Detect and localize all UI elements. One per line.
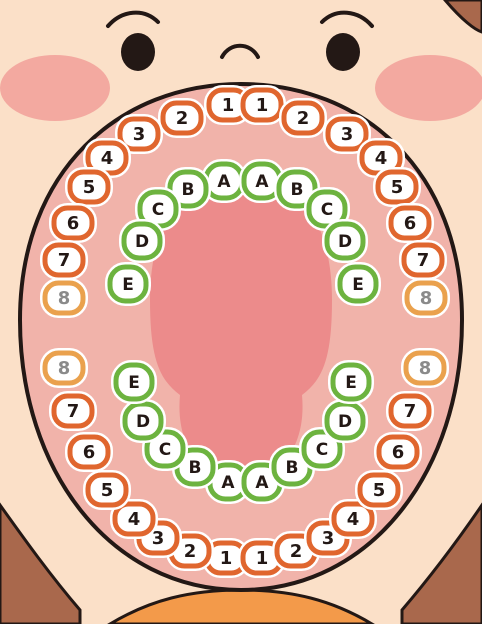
upper-right-adult-tooth-6: 6 — [54, 208, 92, 238]
lower-right-baby-tooth-d-label: D — [136, 412, 150, 432]
upper-right-baby-tooth-e-label: E — [122, 275, 134, 295]
lower-right-adult-tooth-5-label: 5 — [101, 480, 114, 501]
upper-right-baby-tooth-a-label: A — [217, 172, 231, 192]
lower-right-baby-tooth-e: E — [116, 365, 152, 399]
upper-right-adult-tooth-5-label: 5 — [83, 177, 96, 198]
upper-left-adult-tooth-6: 6 — [391, 208, 429, 238]
lower-left-adult-tooth-6-label: 6 — [392, 442, 405, 463]
upper-right-baby-tooth-e: E — [110, 267, 146, 301]
upper-left-adult-tooth-5-label: 5 — [391, 177, 404, 198]
upper-left-adult-tooth-7-label: 7 — [417, 250, 430, 271]
lower-left-adult-tooth-7: 7 — [391, 396, 429, 426]
upper-right-baby-tooth-d: D — [124, 224, 160, 258]
lower-right-adult-tooth-7-label: 7 — [67, 401, 80, 422]
lower-left-baby-tooth-b-label: B — [286, 458, 299, 478]
upper-right-baby-tooth-d-label: D — [135, 232, 149, 252]
lower-left-adult-tooth-4-label: 4 — [347, 509, 360, 530]
upper-right-baby-tooth-b-label: B — [182, 180, 195, 200]
upper-right-adult-tooth-2: 2 — [163, 103, 201, 133]
lower-right-adult-tooth-8-label: 8 — [58, 358, 71, 379]
upper-left-adult-tooth-2: 2 — [284, 103, 322, 133]
lower-right-baby-tooth-a-label: A — [221, 473, 235, 493]
upper-left-baby-tooth-a-label: A — [255, 172, 269, 192]
upper-right-adult-tooth-4-label: 4 — [101, 148, 114, 169]
lower-left-adult-tooth-2-label: 2 — [290, 541, 303, 562]
upper-right-adult-tooth-5: 5 — [70, 172, 108, 202]
lower-right-adult-tooth-7: 7 — [54, 396, 92, 426]
upper-right-adult-tooth-1-label: 1 — [222, 95, 235, 116]
upper-left-adult-tooth-7: 7 — [404, 245, 442, 275]
upper-left-adult-tooth-6-label: 6 — [404, 213, 417, 234]
lower-left-adult-tooth-8: 8 — [406, 353, 444, 383]
lower-left-baby-tooth-d: D — [327, 404, 363, 438]
upper-right-adult-tooth-8-label: 8 — [58, 288, 71, 309]
lower-right-adult-tooth-6-label: 6 — [83, 442, 96, 463]
upper-right-adult-tooth-7-label: 7 — [58, 250, 71, 271]
upper-right-adult-tooth-7: 7 — [45, 245, 83, 275]
upper-left-adult-tooth-8: 8 — [407, 283, 445, 313]
upper-left-baby-tooth-e: E — [340, 267, 376, 301]
upper-left-baby-tooth-c-label: C — [321, 200, 333, 220]
upper-left-adult-tooth-4-label: 4 — [375, 148, 388, 169]
upper-left-adult-tooth-2-label: 2 — [297, 108, 310, 129]
upper-left-adult-tooth-1: 1 — [243, 90, 281, 120]
lower-left-baby-tooth-e: E — [333, 365, 369, 399]
lower-left-baby-tooth-c-label: C — [316, 440, 328, 460]
lower-left-adult-tooth-1-label: 1 — [256, 548, 269, 569]
lower-right-adult-tooth-6: 6 — [70, 437, 108, 467]
lower-right-adult-tooth-8: 8 — [45, 353, 83, 383]
upper-left-baby-tooth-b-label: B — [291, 180, 304, 200]
lower-left-baby-tooth-d-label: D — [338, 412, 352, 432]
upper-right-baby-tooth-c-label: C — [152, 200, 164, 220]
upper-right-adult-tooth-6-label: 6 — [67, 213, 80, 234]
upper-left-adult-tooth-1-label: 1 — [256, 95, 269, 116]
lower-right-baby-tooth-b-label: B — [189, 458, 202, 478]
lower-right-baby-tooth-e-label: E — [128, 373, 140, 393]
lower-left-baby-tooth-e-label: E — [345, 373, 357, 393]
upper-left-baby-tooth-e-label: E — [352, 275, 364, 295]
upper-left-adult-tooth-8-label: 8 — [420, 288, 433, 309]
lower-right-adult-tooth-5: 5 — [88, 475, 126, 505]
lower-left-adult-tooth-8-label: 8 — [419, 358, 432, 379]
upper-left-baby-tooth-d: D — [327, 224, 363, 258]
lower-left-adult-tooth-5: 5 — [360, 475, 398, 505]
upper-left-adult-tooth-5: 5 — [378, 172, 416, 202]
upper-right-adult-tooth-2-label: 2 — [176, 108, 189, 129]
lower-right-adult-tooth-4-label: 4 — [128, 509, 141, 530]
lower-left-adult-tooth-6: 6 — [379, 437, 417, 467]
lower-right-adult-tooth-2-label: 2 — [184, 541, 197, 562]
lower-right-baby-tooth-c-label: C — [159, 440, 171, 460]
upper-left-adult-tooth-3: 3 — [328, 119, 366, 149]
lower-right-adult-tooth-4: 4 — [115, 504, 153, 534]
upper-left-baby-tooth-d-label: D — [338, 232, 352, 252]
upper-left-adult-tooth-3-label: 3 — [341, 124, 354, 145]
lower-left-adult-tooth-7-label: 7 — [404, 401, 417, 422]
lower-right-baby-tooth-d: D — [125, 404, 161, 438]
upper-right-adult-tooth-3-label: 3 — [133, 124, 146, 145]
lower-left-adult-tooth-5-label: 5 — [373, 480, 386, 501]
upper-right-adult-tooth-8: 8 — [45, 283, 83, 313]
upper-right-baby-tooth-a: A — [206, 164, 242, 198]
lower-left-baby-tooth-a-label: A — [255, 473, 269, 493]
lower-right-adult-tooth-1-label: 1 — [220, 548, 233, 569]
